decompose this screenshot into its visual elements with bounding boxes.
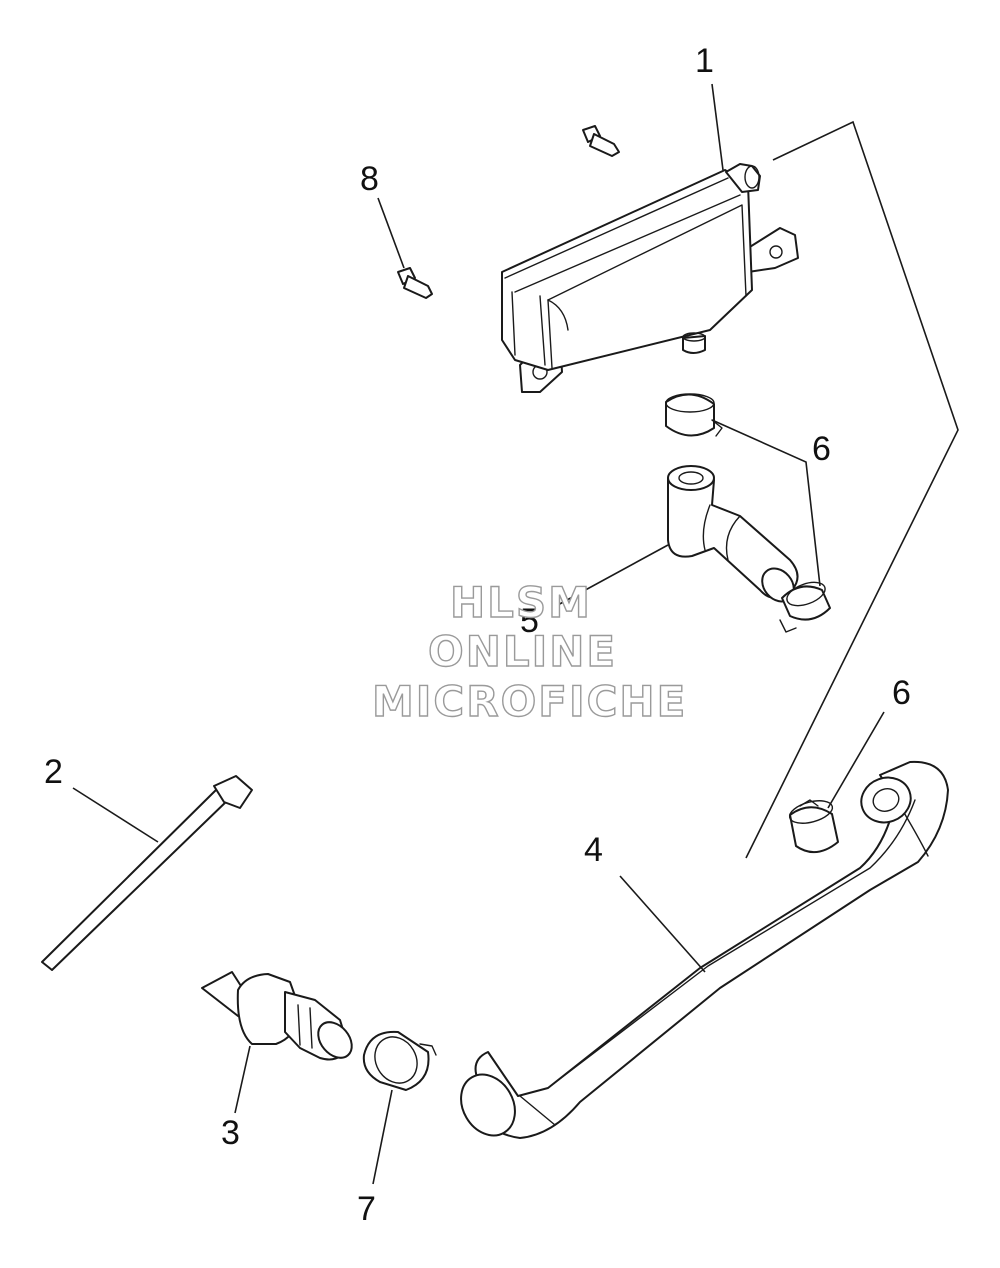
callout-8: 8 xyxy=(360,160,379,198)
part-6-clamp-middle xyxy=(779,581,831,633)
part-3-valve-fitting xyxy=(201,971,353,1061)
part-2-cable-tie xyxy=(41,775,253,971)
part-5-elbow-hose xyxy=(667,465,799,603)
callout-3: 3 xyxy=(221,1114,240,1152)
watermark-line-2: ONLINE xyxy=(427,627,618,676)
watermark-line-3: MICROFICHE xyxy=(371,677,688,726)
callout-7: 7 xyxy=(357,1190,376,1228)
watermark-line-1: HLSM xyxy=(449,578,592,627)
part-6-clamp-lower xyxy=(788,799,839,853)
callout-2: 2 xyxy=(44,753,63,791)
callout-5: 5 xyxy=(520,602,539,640)
callout-1: 1 xyxy=(695,42,714,80)
part-8-screw-upper xyxy=(582,125,620,157)
callout-4: 4 xyxy=(584,831,603,869)
part-8-screw-lower xyxy=(397,267,433,299)
leader-lines xyxy=(72,83,959,1185)
part-4-long-hose xyxy=(460,760,949,1139)
part-1-separator-box xyxy=(501,163,799,393)
part-7-spring-clamp xyxy=(362,1030,437,1091)
callout-6-lower: 6 xyxy=(892,674,911,712)
part-6-clamp-upper xyxy=(665,393,723,437)
callout-6-upper: 6 xyxy=(812,430,831,468)
